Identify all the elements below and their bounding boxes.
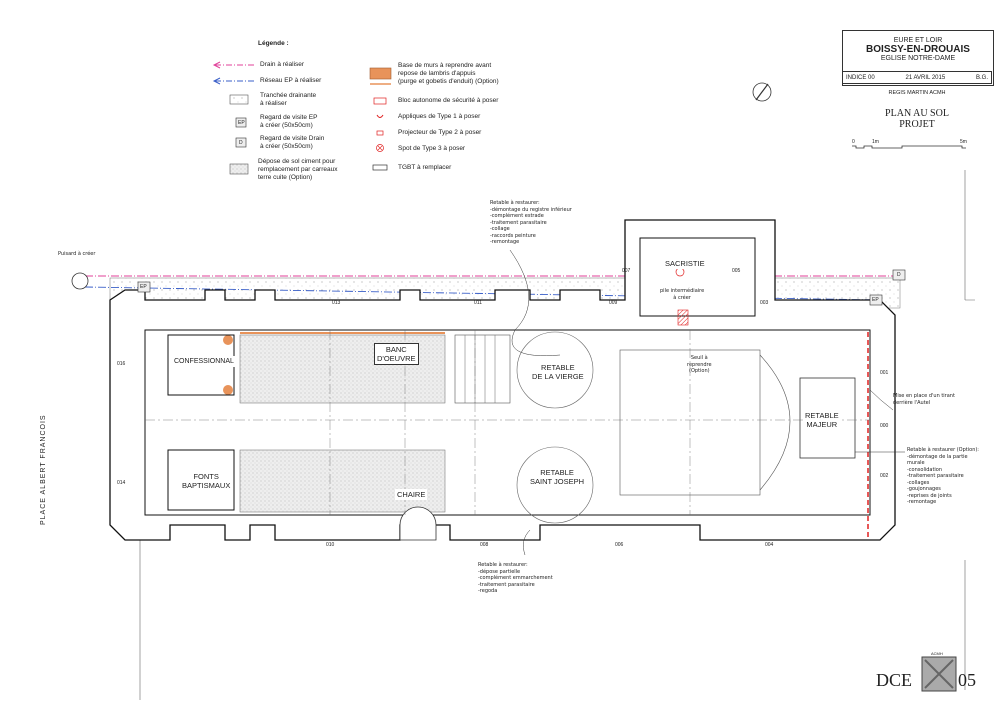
room-confessional: CONFESSIONNAL <box>172 356 236 367</box>
room-retable-joseph: RETABLE SAINT JOSEPH <box>528 467 587 487</box>
scale-5m: 5m <box>960 139 967 145</box>
legend-ep: Réseau EP à réaliser <box>260 77 322 84</box>
wall-004: 004 <box>765 542 774 548</box>
sheet-number: 05 <box>958 670 976 690</box>
room-banc-oeuvre: BANC D'OEUVRE <box>374 343 419 365</box>
room-retable-vierge: RETABLE DE LA VIERGE <box>530 362 586 382</box>
sheet-code: DCE <box>876 670 912 690</box>
church-outline <box>109 219 896 541</box>
wall-005: 005 <box>732 268 741 274</box>
room-retable-majeur: RETABLE MAJEUR <box>803 410 841 430</box>
note-puisard: Puisard à créer <box>58 251 96 257</box>
wall-016: 016 <box>117 361 126 367</box>
scale-bar <box>852 145 966 149</box>
scale-1m: 1m <box>872 139 879 145</box>
wall-001: 001 <box>880 370 889 376</box>
stamp-label: ACMH <box>931 651 943 656</box>
department: EURE ET LOIR <box>893 37 943 44</box>
legend-d-symbol: D <box>239 140 243 146</box>
title-block-revision: INDICE 00 21 AVRIL 2015 B.G. <box>842 71 992 84</box>
plan-subtitle: PROJET <box>899 119 935 130</box>
note-retable-vierge: Retable à restaurer: -démontage du regis… <box>490 200 572 245</box>
legend-symbols <box>212 61 392 175</box>
room-chaire: CHAIRE <box>395 489 428 500</box>
legend-projecteur: Projecteur de Type 2 à poser <box>398 129 482 136</box>
d-box: D <box>897 272 901 278</box>
wall-003: 003 <box>760 300 769 306</box>
wall-000: 000 <box>880 423 889 429</box>
north-arrow-icon <box>752 82 772 102</box>
scale-0: 0 <box>852 139 855 145</box>
wall-007: 007 <box>622 268 631 274</box>
ep-line <box>84 286 881 301</box>
legend-base-murs: Base de murs à reprendre avant repose de… <box>398 62 499 85</box>
initials: B.G. <box>975 74 988 81</box>
ep-box-right: EP <box>872 297 879 303</box>
note-tirant: Mise en place d'un tirant derrière l'Aut… <box>893 393 955 406</box>
legend-title: Légende : <box>258 40 289 47</box>
note-retable-joseph: Retable à restaurer: -dépose partielle -… <box>478 562 553 594</box>
legend-regard-ep: Regard de visite EP à créer (50x50cm) <box>260 114 318 129</box>
puisard-icon <box>71 272 89 290</box>
legend-bloc: Bloc autonome de sécurité à poser <box>398 97 499 104</box>
architect: REGIS MARTIN ACMH <box>888 90 946 96</box>
index: INDICE 00 <box>846 74 875 81</box>
building: EGLISE NOTRE-DAME <box>880 55 956 62</box>
legend-applique: Appliques de Type 1 à poser <box>398 113 481 120</box>
note-retable-majeur: Retable à restaurer (Option): -démontage… <box>907 447 979 505</box>
wall-013: 013 <box>332 300 341 306</box>
wall-006: 006 <box>615 542 624 548</box>
wall-010: 010 <box>326 542 335 548</box>
plan-title: PLAN AU SOL <box>885 108 949 119</box>
room-fonts-baptismaux: FONTS BAPTISMAUX <box>180 471 233 491</box>
legend-trench: Tranchée drainante à réaliser <box>260 92 317 107</box>
wall-011: 011 <box>474 300 482 306</box>
legend-ep-symbol: EP <box>238 120 245 126</box>
wall-008: 008 <box>480 542 489 548</box>
legend-drain: Drain à réaliser <box>260 61 305 68</box>
note-pile: pile intermédiaire à créer <box>660 288 705 301</box>
legend-spot: Spot de Type 3 à poser <box>398 145 466 152</box>
date: 21 AVRIL 2015 <box>905 74 946 81</box>
town: BOISSY-EN-DROUAIS <box>866 44 970 55</box>
legend-tgbt: TGBT à remplacer <box>398 164 452 171</box>
title-block: EURE ET LOIR BOISSY-EN-DROUAIS EGLISE NO… <box>842 30 994 86</box>
wall-002: 002 <box>880 473 889 479</box>
wall-009: 009 <box>609 300 618 306</box>
legend-regard-drain: Regard de visite Drain à créer (50x50cm) <box>260 135 325 150</box>
room-sacristie: SACRISTIE <box>663 258 707 269</box>
ep-box-left: EP <box>140 284 147 290</box>
street-name: PLACE ALBERT FRANCOIS <box>40 414 47 525</box>
note-seuil: Seuil à reprendre (Option) <box>687 355 712 374</box>
legend-sol: Dépose de sol ciment pour remplacement p… <box>258 158 338 181</box>
wall-014: 014 <box>117 480 126 486</box>
